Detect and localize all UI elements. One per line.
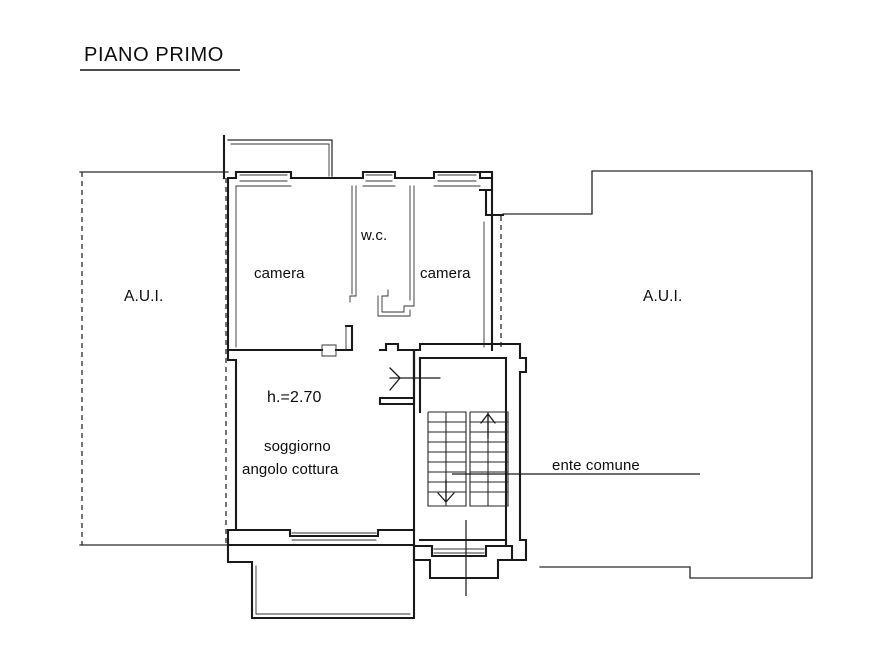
camera-soggiorno-wall-right xyxy=(334,324,354,352)
window-bay-3 xyxy=(437,174,477,182)
stairwell-left-wall xyxy=(378,348,416,406)
stair-flight-left-outline xyxy=(427,411,467,507)
wc-fixture-wall-b xyxy=(377,295,411,317)
window-bay-1 xyxy=(239,174,288,182)
lower-balcony-outline xyxy=(226,543,416,620)
aui-left-region xyxy=(79,171,229,546)
stair-treads-right xyxy=(470,421,508,493)
label-camera-right: camera xyxy=(420,265,471,282)
label-wc: w.c. xyxy=(361,227,388,244)
soggiorno-bottom-wall xyxy=(234,528,416,538)
stairwell-right-wall xyxy=(510,356,528,562)
label-aui-left: A.U.I. xyxy=(124,288,164,305)
label-angolo-cottura: angolo cottura xyxy=(242,461,339,478)
upper-right-jog xyxy=(484,188,505,217)
wc-fixture-wall xyxy=(381,185,415,313)
stairwell-top-wall xyxy=(378,342,522,360)
wc-partition-left xyxy=(349,185,357,303)
lower-balcony-inner xyxy=(255,565,411,615)
camera-door-opening xyxy=(321,344,337,357)
top-balcony-outer xyxy=(227,139,333,177)
window-bay-2 xyxy=(365,174,393,182)
upper-right-pier xyxy=(478,170,494,192)
soggiorno-window-glazing xyxy=(291,532,377,541)
stairwell-bottom-wall xyxy=(412,528,514,580)
label-camera-left: camera xyxy=(254,265,305,282)
stair-flight-right-outline xyxy=(469,411,509,507)
upper-block-walls xyxy=(226,170,505,357)
label-ente-comune: ente comune xyxy=(552,457,640,474)
stair-treads-left xyxy=(428,421,466,493)
stair-up-arrow-head xyxy=(480,413,496,424)
aui-right-region xyxy=(500,170,813,579)
label-soggiorno: soggiorno xyxy=(264,438,331,455)
label-aui-right: A.U.I. xyxy=(643,288,683,305)
stairwell-window-glazing xyxy=(433,548,485,554)
lower-balcony xyxy=(226,543,416,620)
top-balcony xyxy=(222,134,333,180)
upper-top-wall xyxy=(226,170,494,180)
stair-down-arrow-head xyxy=(437,492,455,503)
top-balcony-inner xyxy=(230,143,330,177)
aui-right-outline xyxy=(502,170,813,579)
soggiorno-left-wall xyxy=(226,348,238,547)
page-title: PIANO PRIMO xyxy=(84,44,224,66)
label-ceiling-height: h.=2.70 xyxy=(267,389,322,406)
stairwell-ente-comune xyxy=(378,342,528,596)
door-swing-arrow-head xyxy=(389,367,401,391)
